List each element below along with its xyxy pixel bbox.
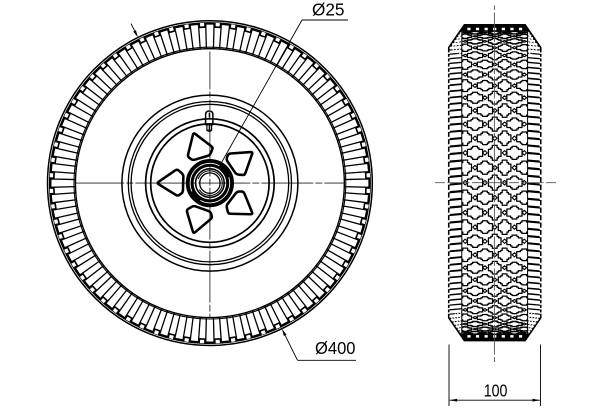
svg-text:Ø400: Ø400 [315, 338, 356, 358]
svg-text:100: 100 [484, 380, 508, 400]
svg-text:Ø25: Ø25 [312, 0, 345, 19]
